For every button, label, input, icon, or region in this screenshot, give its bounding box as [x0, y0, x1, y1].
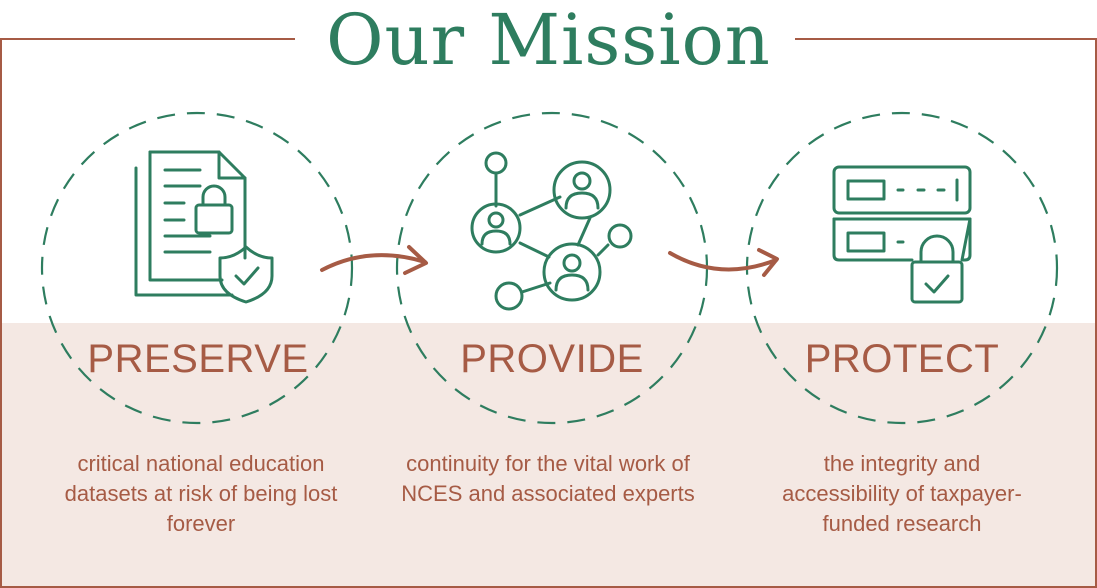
arrow-right-icon [320, 245, 428, 275]
mission-frame [0, 38, 1097, 588]
pillar-description-provide: continuity for the vital work of NCES an… [401, 451, 695, 506]
pillar-title-preserve: PRESERVE [87, 337, 309, 381]
pillar-title-protect: PROTECT [804, 337, 1000, 381]
preserve-circle [40, 111, 354, 425]
bottom-band [0, 323, 1097, 588]
locked-server-icon [832, 165, 972, 304]
pillar-description-preserve: critical national education datasets at … [64, 451, 338, 536]
secure-document-icon [134, 150, 274, 304]
page-title: Our Mission [0, 0, 1097, 81]
expert-network-icon [470, 151, 633, 311]
arrow-right-icon [668, 248, 779, 277]
pillar-title-provide: PROVIDE [460, 337, 644, 381]
pillar-description-protect: the integrity and accessibility of taxpa… [782, 451, 1022, 536]
